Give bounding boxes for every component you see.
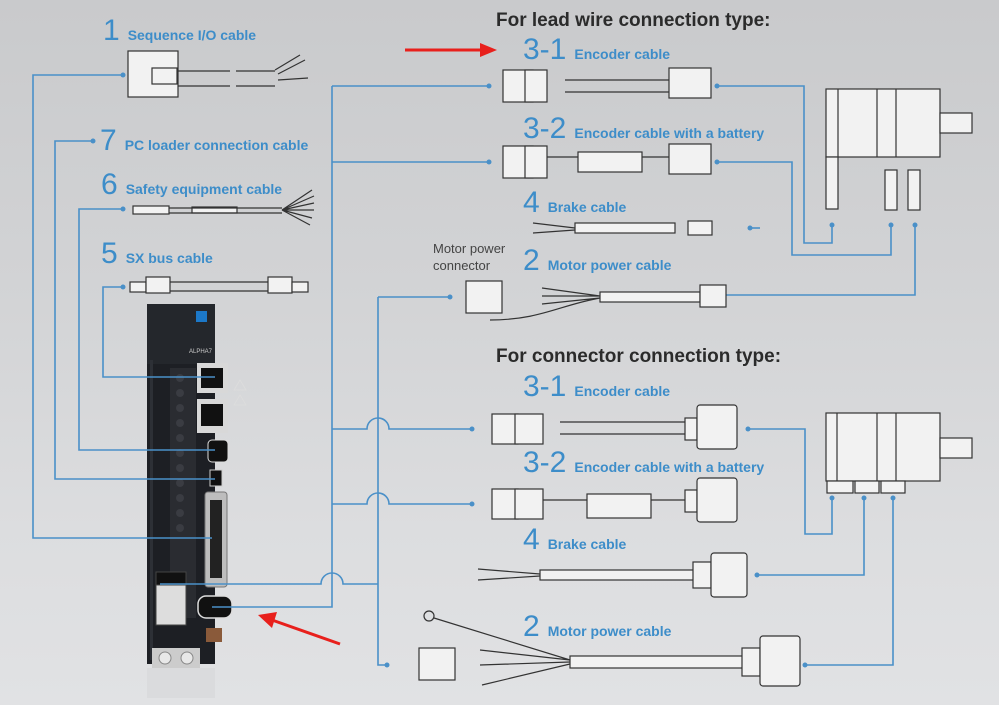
conn-cable-label-3-2: 3-2 Encoder cable with a battery	[523, 446, 765, 479]
connector-heading: For connector connection type:	[496, 346, 782, 367]
cable-label-1: 1 Sequence I/O cable	[103, 14, 257, 47]
annotation-arrow-cn2	[258, 612, 341, 646]
conn-cable-label-3-1: 3-1 Encoder cable	[523, 370, 671, 403]
conn-cable-label-2: 2 Motor power cable	[523, 610, 672, 643]
servo-motor-connector-type	[825, 412, 973, 494]
brand-logo-icon	[196, 311, 207, 322]
conn-encoder-cable-drawing	[491, 404, 738, 450]
lead-brake-cable-drawing	[532, 220, 713, 236]
lead-encoder-cable-drawing	[502, 67, 712, 103]
cable-label-6: 6 Safety equipment cable	[101, 168, 283, 201]
lead-battery-encoder-cable-drawing	[502, 143, 712, 179]
servo-motor-lead-type	[825, 88, 973, 211]
lead-motor-power-cable-drawing	[465, 280, 727, 321]
lead-cable-label-3-2: 3-2 Encoder cable with a battery	[523, 112, 765, 145]
cable-label-7: 7 PC loader connection cable	[100, 124, 309, 157]
conn-brake-cable-drawing	[477, 552, 748, 598]
motor-power-connector-icon	[465, 280, 503, 314]
motor-power-connector-label: Motor power connector	[433, 241, 506, 273]
safety-equipment-cable-drawing	[132, 189, 315, 226]
left-wires	[32, 72, 215, 539]
cn4-port[interactable]	[207, 439, 229, 463]
lead-wire-heading: For lead wire connection type:	[496, 10, 771, 31]
right-wires	[160, 83, 492, 668]
sequence-io-cable-drawing	[127, 50, 309, 98]
power-terminal	[155, 584, 187, 626]
conn-motor-power-cable-drawing	[418, 610, 801, 687]
cable-label-5: 5 SX bus cable	[101, 237, 213, 270]
servo-amplifier: ALPHA7	[147, 304, 247, 698]
conn-cable-label-4: 4 Brake cable	[523, 523, 627, 556]
cn3-usb-port[interactable]	[209, 469, 223, 487]
cn5-port[interactable]	[206, 628, 222, 642]
lead-motor-wires	[714, 83, 918, 298]
lead-cable-label-4: 4 Brake cable	[523, 186, 627, 219]
annotation-arrow-encoder	[405, 43, 497, 57]
sx-bus-cable-drawing	[129, 276, 309, 294]
lead-cable-label-2: 2 Motor power cable	[523, 244, 672, 277]
motor-power-plug-icon	[418, 647, 456, 681]
connector-motor-wires	[745, 426, 896, 668]
conn-battery-encoder-cable-drawing	[491, 477, 738, 523]
driver-model-label: ALPHA7	[189, 349, 213, 355]
lead-cable-label-3-1: 3-1 Encoder cable	[523, 33, 671, 66]
